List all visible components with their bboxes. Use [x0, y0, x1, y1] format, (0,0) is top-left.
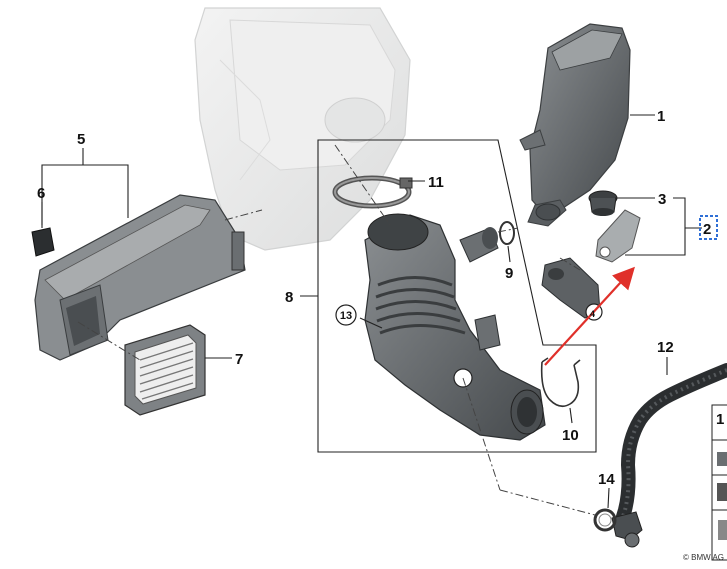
callout-14: 14	[598, 471, 615, 488]
callout-6: 6	[37, 185, 45, 202]
callout-7: 7	[235, 351, 243, 368]
callout-11: 11	[428, 174, 444, 191]
callout-3: 3	[658, 191, 666, 208]
copyright-text: © BMW AG	[683, 553, 724, 562]
airbox-ghost	[194, 7, 411, 251]
leader-lines	[41, 114, 702, 509]
bracket-part	[595, 209, 641, 263]
vent-hose-part	[611, 363, 727, 548]
grommet-part	[588, 190, 618, 216]
wire-clip-part	[540, 357, 581, 408]
callout-2: 2	[703, 221, 711, 238]
small-o-ring-part	[593, 508, 617, 532]
callout-10: 10	[562, 427, 579, 444]
callout-5: 5	[77, 131, 85, 148]
seal-part	[31, 227, 55, 257]
callout-12: 12	[657, 339, 674, 356]
resonator-housing-part	[519, 23, 631, 227]
callout-13: 13	[340, 310, 352, 322]
annotation-arrow	[544, 266, 635, 366]
callout-13-circle	[335, 304, 357, 326]
callout-1: 1	[657, 108, 665, 125]
callout-9: 9	[505, 265, 513, 282]
grille-part	[124, 324, 206, 416]
callout-4: 4	[590, 309, 595, 319]
table-partial-label: 1	[716, 411, 724, 428]
parts-table-partial: 1	[711, 404, 727, 561]
assembly-dashed-lines	[77, 144, 596, 516]
o-ring-part	[499, 221, 515, 245]
intake-duct-part	[34, 194, 246, 361]
callout-8: 8	[285, 289, 293, 306]
intake-hose-part	[364, 213, 546, 441]
hose-clamp-part	[332, 175, 413, 209]
